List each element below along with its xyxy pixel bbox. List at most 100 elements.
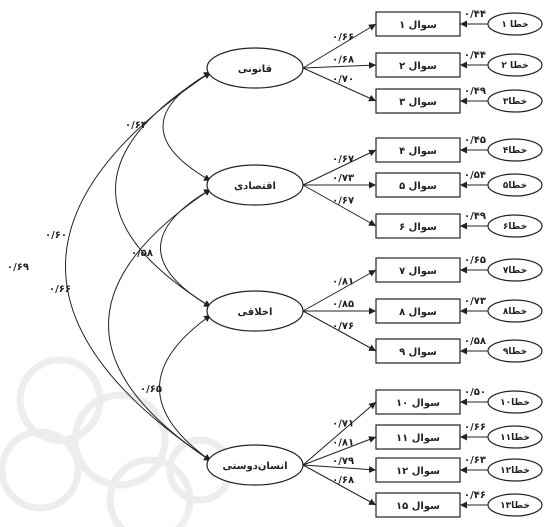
error-value: ۰/۴۵ <box>464 135 486 146</box>
indicator-box <box>375 257 461 283</box>
error-ellipse <box>487 138 543 162</box>
indicator-label: سوال ۱۲ <box>396 466 440 477</box>
indicator-label: سوال ۶ <box>399 222 437 233</box>
error-label: خطا۶ <box>503 222 527 232</box>
error-ellipse <box>487 214 543 238</box>
indicator-label: سوال ۵ <box>399 181 437 192</box>
latent-label: اقتصادی <box>234 181 276 192</box>
error-ellipse <box>487 89 543 113</box>
indicator-node: سوال ۵ <box>375 172 461 198</box>
indicator-node: سوال ۶ <box>375 213 461 239</box>
error-paths: ۰/۴۴۰/۴۴۰/۴۹۰/۴۵۰/۵۴۰/۴۹۰/۶۵۰/۷۳۰/۵۸۰/۵۰… <box>460 9 488 509</box>
indicator-node: سوال ۷ <box>375 257 461 283</box>
loading-value: ۰/۸۱ <box>332 438 354 449</box>
error-node: خطا۸ <box>487 299 543 323</box>
error-node: خطا۱۲ <box>487 458 543 482</box>
loading-value: ۰/۶۷ <box>332 154 354 165</box>
loading-value: ۰/۶۶ <box>332 32 354 43</box>
indicator-label: سوال ۱۱ <box>396 433 440 444</box>
correlation-arc <box>65 71 212 462</box>
indicator-label: سوال ۲ <box>399 61 437 72</box>
error-value: ۰/۶۵ <box>464 255 486 266</box>
correlation-value: ۰/۶۰ <box>45 230 67 241</box>
error-ellipse <box>487 339 543 363</box>
loading-value: ۰/۶۸ <box>332 475 354 486</box>
error-ellipse <box>487 173 543 197</box>
error-value: ۰/۵۴ <box>464 170 486 181</box>
latent-node: انسان‌دوستی <box>206 444 304 486</box>
loading-path <box>302 149 377 186</box>
correlation-arc <box>159 314 212 462</box>
indicator-label: سوال ۷ <box>399 266 437 277</box>
indicator-box <box>375 213 461 239</box>
loading-path <box>302 67 377 102</box>
correlation-value: ۰/۶۹ <box>7 262 29 273</box>
loading-value: ۰/۸۱ <box>332 276 354 287</box>
indicator-node: سوال ۱ <box>375 11 461 37</box>
indicator-node: سوال ۱۲ <box>375 457 461 483</box>
error-value: ۰/۴۴ <box>464 50 486 61</box>
correlation-value: ۰/۵۸ <box>131 248 153 259</box>
error-value: ۰/۶۶ <box>464 422 486 433</box>
indicator-box <box>375 338 461 364</box>
correlation-arc <box>115 71 212 308</box>
latent-node: اخلاقی <box>206 290 304 332</box>
loading-value: ۰/۸۵ <box>332 299 354 310</box>
error-node: خطا۴ <box>487 138 543 162</box>
indicator-boxes: سوال ۱ سوال ۲ سوال ۳ سوال ۴ سوال ۵ سوال ۶ سوال… <box>375 11 461 518</box>
error-node: خطا ۱ <box>487 12 543 36</box>
indicator-node: سوال ۴ <box>375 137 461 163</box>
indicator-box <box>375 88 461 114</box>
correlation-arc <box>108 188 212 462</box>
error-node: خطا۶ <box>487 214 543 238</box>
error-value: ۰/۵۰ <box>464 387 486 398</box>
indicator-box <box>375 389 461 415</box>
loading-path <box>302 61 377 69</box>
indicator-node: سوال ۱۵ <box>375 492 461 518</box>
error-node: خطا۷ <box>487 258 543 282</box>
error-label: خطا۱۱ <box>500 433 530 443</box>
error-node: خطا۵ <box>487 173 543 197</box>
indicator-label: سوال ۸ <box>399 307 437 318</box>
loading-value: ۰/۷۹ <box>332 456 354 467</box>
latent-label: اخلاقی <box>238 307 273 318</box>
error-label: خطا۹ <box>503 347 527 357</box>
correlation-value: ۰/۶۳ <box>125 120 147 131</box>
error-label: خطا ۲ <box>501 61 528 71</box>
error-value: ۰/۷۳ <box>464 296 486 307</box>
indicator-label: سوال ۴ <box>399 146 437 157</box>
error-ellipse <box>487 258 543 282</box>
correlation-value: ۰/۶۵ <box>140 384 162 395</box>
loading-paths: ۰/۶۶۰/۶۸۰/۷۰۰/۶۷۰/۷۳۰/۶۷۰/۸۱۰/۸۵۰/۷۶۰/۷۱… <box>302 23 377 506</box>
error-label: خطا۴ <box>503 146 527 156</box>
indicator-box <box>375 492 461 518</box>
loading-value: ۰/۶۸ <box>332 54 354 65</box>
latent-ellipse <box>206 290 304 332</box>
error-node: خطا۱۱ <box>487 425 543 449</box>
error-ellipse <box>487 53 543 77</box>
error-value: ۰/۴۶ <box>464 490 486 501</box>
indicator-label: سوال ۱۵ <box>396 501 440 512</box>
indicator-box <box>375 52 461 78</box>
loading-value: ۰/۷۱ <box>332 418 354 429</box>
error-label: خطا۳ <box>503 97 527 107</box>
error-value: ۰/۵۸ <box>464 336 486 347</box>
indicator-node: سوال ۳ <box>375 88 461 114</box>
error-label: خطا۱۳ <box>500 501 530 511</box>
loading-path <box>302 310 377 352</box>
error-ellipse <box>487 12 543 36</box>
correlation-arcs: ۰/۶۳۰/۵۸۰/۶۵۰/۶۰۰/۶۶۰/۶۹ <box>7 71 212 462</box>
indicator-box <box>375 457 461 483</box>
indicator-label: سوال ۳ <box>399 97 437 108</box>
error-value: ۰/۴۹ <box>464 86 486 97</box>
indicator-box <box>375 137 461 163</box>
indicator-label: سوال ۱ <box>399 20 437 31</box>
error-label: خطا۵ <box>503 181 527 191</box>
loading-path <box>302 464 377 506</box>
loading-path <box>302 23 377 69</box>
error-value: ۰/۴۹ <box>464 211 486 222</box>
loading-path <box>302 464 377 474</box>
latent-ellipse <box>206 444 304 486</box>
error-node: خطا۹ <box>487 339 543 363</box>
